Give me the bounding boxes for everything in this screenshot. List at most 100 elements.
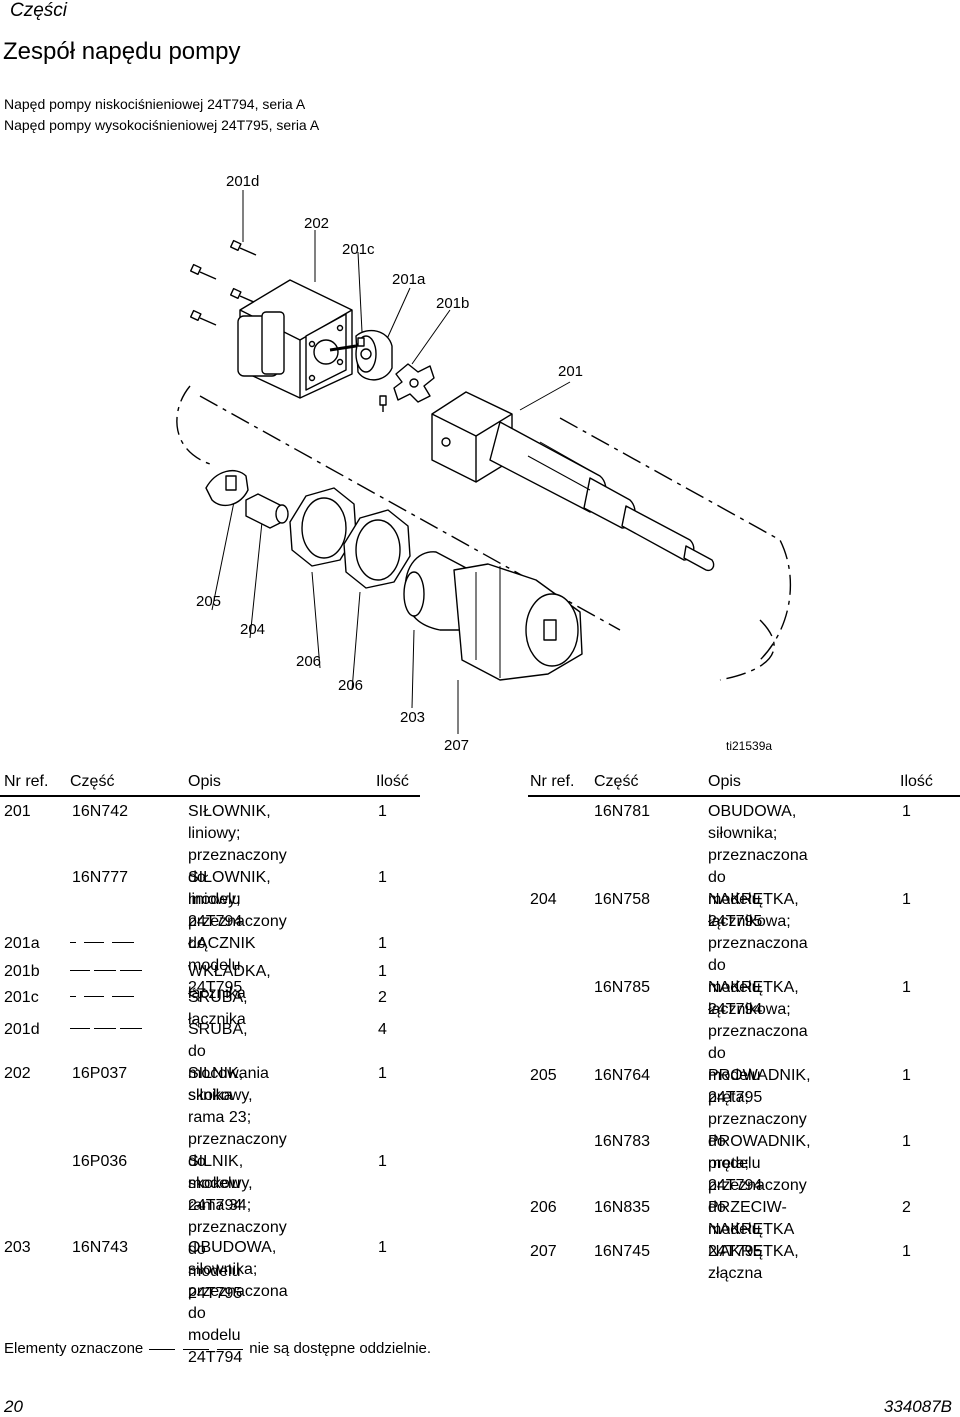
left-header-ref: Nr ref.	[4, 773, 49, 790]
description-line: przeznaczony do	[708, 1111, 807, 1150]
description-line: przeznaczony do	[188, 913, 287, 952]
not-sold-separately-dash	[70, 942, 76, 943]
row-ref: 202	[4, 1065, 31, 1082]
row-description: ŚRUBA, łącznika	[188, 987, 248, 1031]
description-line: modelu 24T794	[708, 979, 763, 1018]
description-line: NAKRĘTKA	[708, 1221, 795, 1238]
row-ref: 201	[4, 803, 31, 820]
description-line: rama 34;	[188, 1197, 252, 1214]
row-quantity: 2	[902, 1199, 911, 1216]
description-line: SIŁOWNIK, liniowy;	[188, 803, 271, 842]
row-quantity: 1	[902, 803, 911, 820]
row-part-number: 16P037	[72, 1065, 128, 1082]
not-sold-separately-dash	[120, 1028, 142, 1029]
callout-201a: 201a	[392, 271, 426, 288]
description-line: NAKRĘTKA,	[708, 979, 799, 996]
footer-dash-symbol	[149, 1348, 244, 1350]
row-part-number: 16N783	[594, 1133, 651, 1150]
exploded-view-figure: 201d 202 201c 201a 201b 201 205 204 206 …	[176, 173, 792, 754]
callout-203: 203	[400, 709, 425, 726]
row-ref: 207	[530, 1243, 557, 1260]
description-line: siłownika;	[708, 825, 778, 842]
description-line: NAKRĘTKA, złączna	[708, 1243, 799, 1282]
left-header-part: Część	[70, 773, 115, 790]
row-part-number: 16N743	[72, 1239, 129, 1256]
description-line: OBUDOWA,	[188, 1239, 277, 1256]
not-sold-separately-dash	[120, 970, 142, 971]
not-sold-separately-dash	[84, 996, 104, 997]
description-line: modelu 24T795	[708, 891, 763, 930]
description-line: modelu 24T795	[708, 1067, 763, 1106]
description-line: przeznaczony do	[188, 847, 287, 886]
row-description: PROWADNIK, pręta; przeznaczony do modelu 2…	[708, 1065, 811, 1197]
figure-id: ti21539a	[726, 739, 772, 753]
subtitle-high-pressure: Napęd pompy wysokociśnieniowej 24T795, s…	[4, 117, 320, 133]
not-sold-separately-dash	[70, 996, 76, 997]
section-title: Części	[10, 0, 68, 21]
description-line: ŁĄCZNIK	[188, 935, 256, 952]
row-part-number: 16N742	[72, 803, 129, 820]
row-ref: 204	[530, 891, 557, 908]
left-header-qty: Ilość	[376, 773, 409, 790]
row-quantity: 2	[378, 989, 387, 1006]
description-line: NAKRĘTKA,	[708, 891, 799, 908]
row-quantity: 1	[378, 935, 387, 952]
row-part-number: 16N777	[72, 869, 129, 886]
row-ref: 201d	[4, 1021, 40, 1038]
description-line: siłownika;	[188, 1261, 258, 1278]
description-line: modelu 24T795	[188, 1263, 243, 1302]
description-line: przeznaczony do	[708, 1177, 807, 1216]
description-line: PRZECIW-	[708, 1199, 787, 1216]
description-line: przeznaczony do	[188, 1131, 287, 1170]
callout-201: 201	[558, 363, 583, 380]
description-line: SILNIK, skokowy,	[188, 1065, 253, 1104]
row-part-number: 16N745	[594, 1243, 651, 1260]
callout-201d: 201d	[226, 173, 259, 190]
callout-206-a: 206	[296, 653, 321, 670]
row-quantity: 1	[902, 1067, 911, 1084]
footer-note-after: nie są dostępne oddzielnie.	[249, 1340, 432, 1357]
row-quantity: 1	[378, 1153, 387, 1170]
row-part-number: 16N764	[594, 1067, 651, 1084]
row-quantity: 1	[902, 1133, 911, 1150]
description-line: PROWADNIK, pręta;	[708, 1067, 811, 1106]
description-line: modelu 24T795	[188, 957, 243, 996]
description-line: WKŁADKA, łącznika	[188, 963, 271, 1002]
row-quantity: 1	[902, 1243, 911, 1260]
description-line: przeznaczona do	[708, 1023, 808, 1062]
row-description: SILNIK, skokowy, rama 23; przeznaczony do m…	[188, 1063, 287, 1217]
description-line: ŚRUBA, łącznika	[188, 989, 248, 1028]
row-part-number: 16P036	[72, 1153, 128, 1170]
not-sold-separately-dash	[112, 942, 134, 943]
not-sold-separately-dash	[70, 970, 90, 971]
description-line: mocowania silnika	[188, 1065, 269, 1104]
subtitle-low-pressure: Napęd pompy niskociśnieniowej 24T794, se…	[4, 96, 306, 112]
not-sold-separately-dash	[70, 1028, 90, 1029]
description-line: modelu 24T794	[708, 1155, 763, 1194]
row-description: NAKRĘTKA, złączna	[708, 1241, 799, 1285]
description-line: przeznaczona do	[708, 935, 808, 974]
row-part-number: 16N835	[594, 1199, 651, 1216]
row-part-number: 16N781	[594, 803, 651, 820]
description-line: modelu 24T795	[708, 1221, 763, 1260]
callout-202: 202	[304, 215, 329, 232]
row-quantity: 1	[378, 963, 387, 980]
description-line: OBUDOWA,	[708, 803, 797, 820]
description-line: modelu 24T794	[188, 1175, 243, 1214]
left-header-rule	[0, 795, 420, 797]
description-line: rama 23;	[188, 1109, 252, 1126]
row-part-number: 16N785	[594, 979, 651, 996]
callout-206-b: 206	[338, 677, 363, 694]
right-header-desc: Opis	[708, 773, 741, 790]
callout-201c: 201c	[342, 241, 375, 258]
row-description: ŁĄCZNIK	[188, 933, 256, 955]
right-header-qty: Ilość	[900, 773, 933, 790]
row-quantity: 1	[902, 891, 911, 908]
